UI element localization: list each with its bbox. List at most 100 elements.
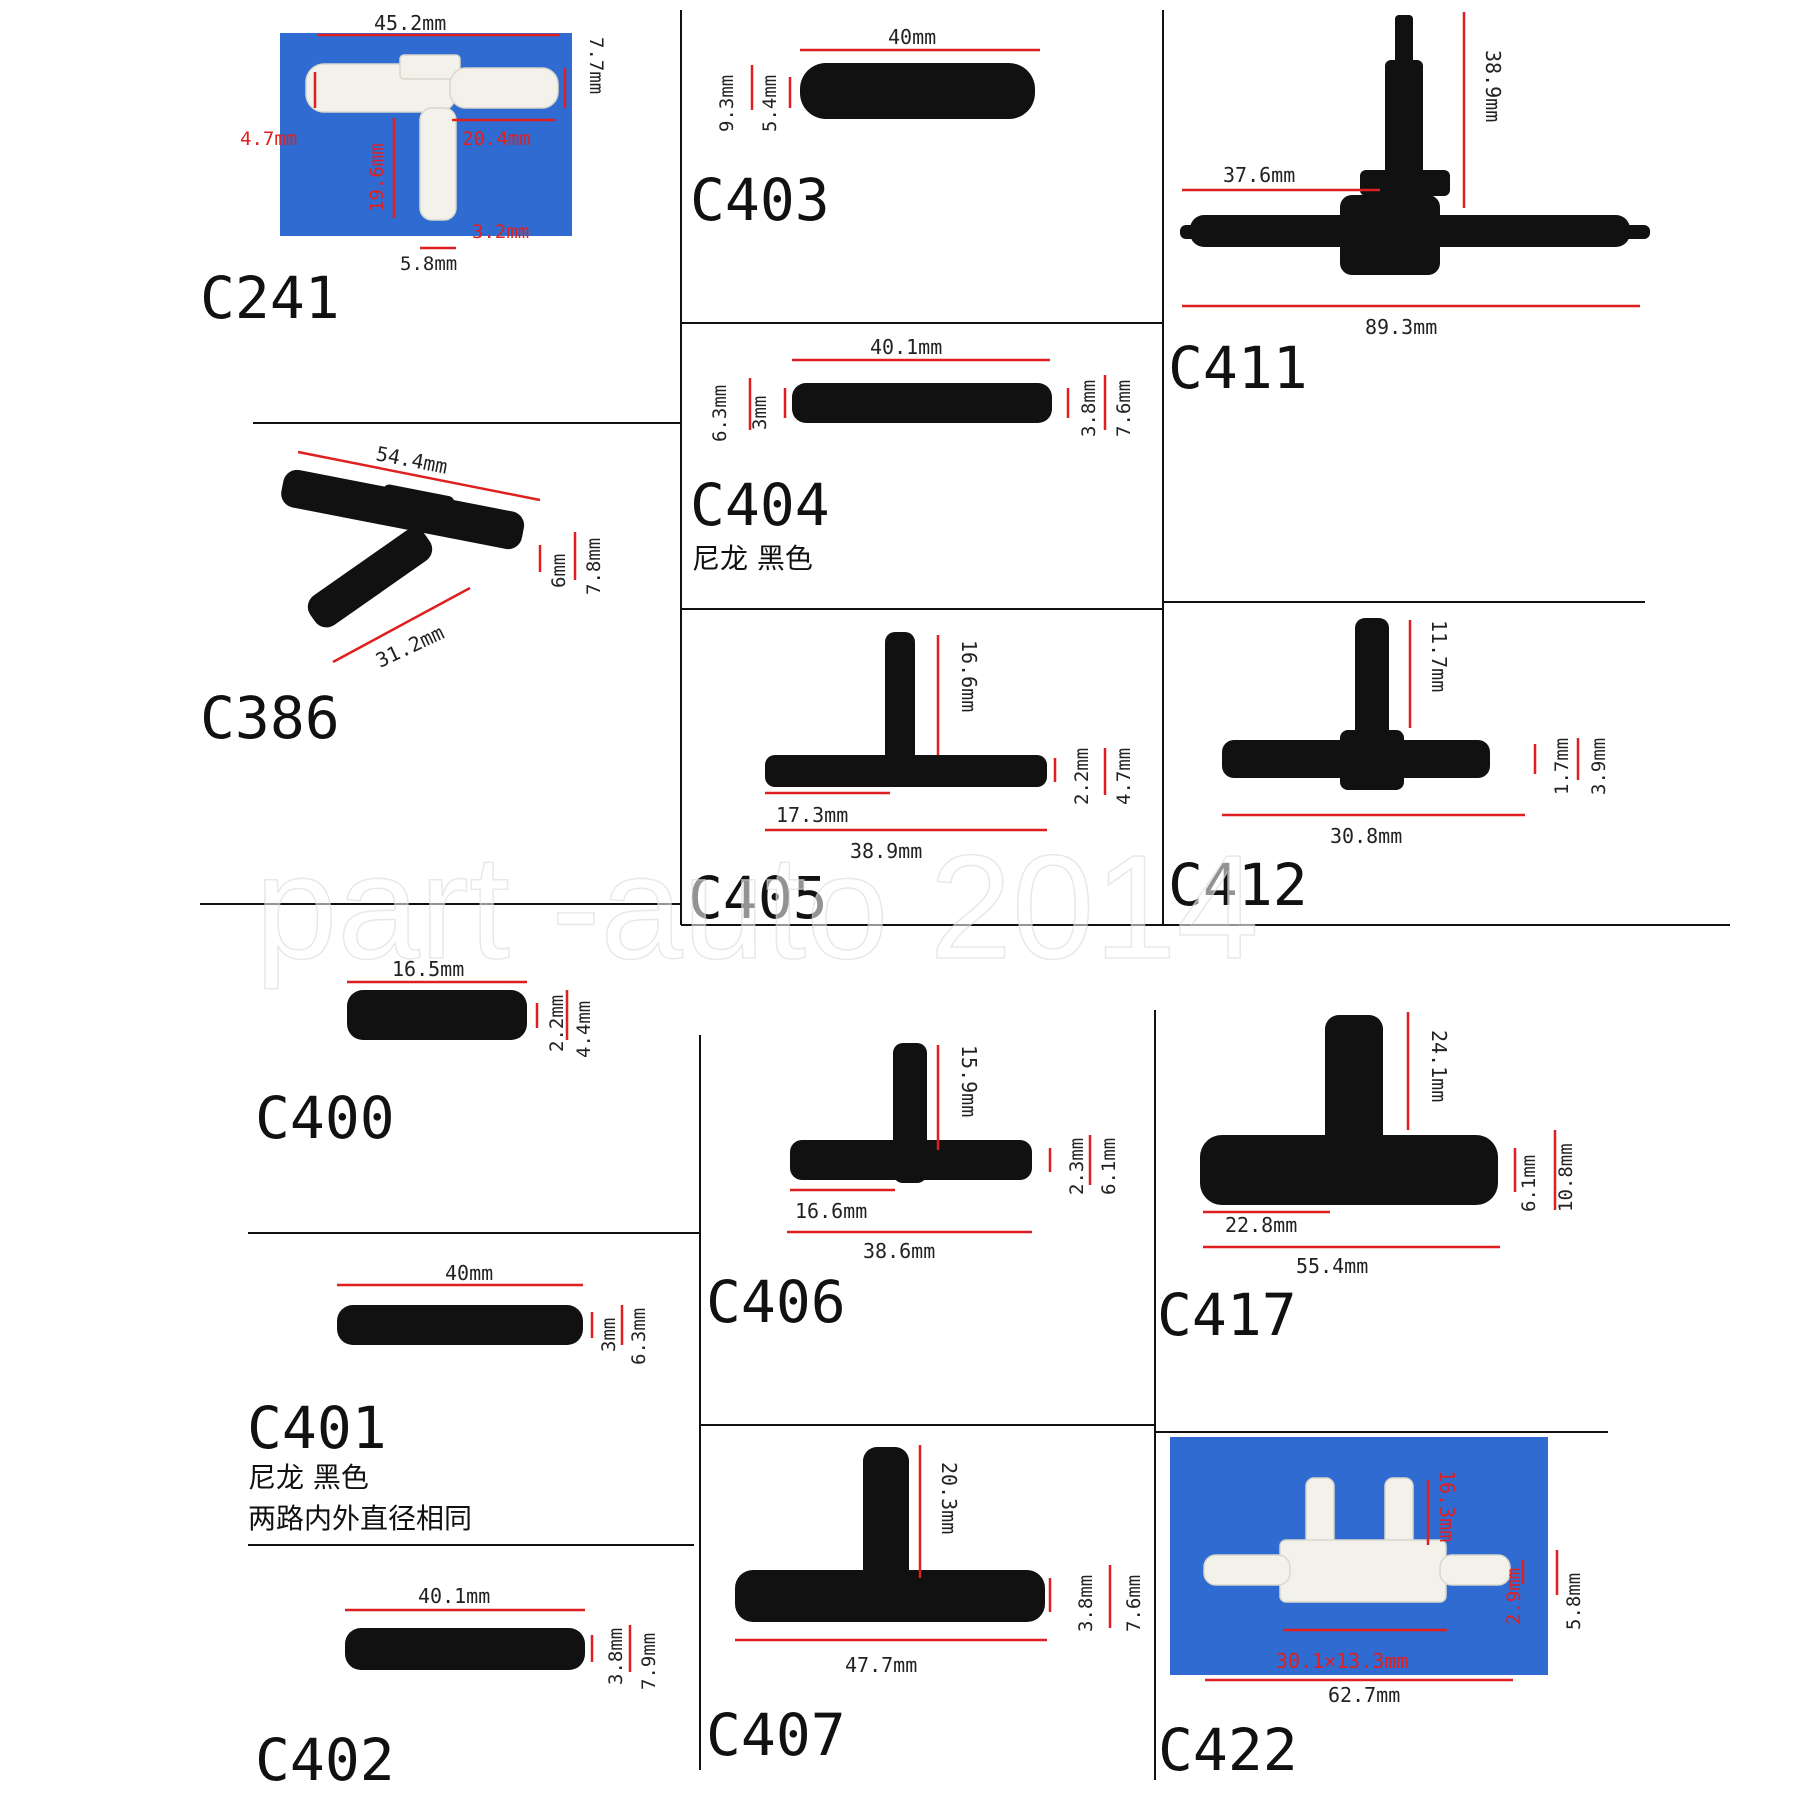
c412-code-label: C412 — [1168, 851, 1308, 919]
c417-code-label: C417 — [1157, 1281, 1297, 1349]
c406-dim-3: 6.1mm — [1098, 1138, 1120, 1195]
c400-dim-3: 4.4mm — [573, 1001, 595, 1058]
c403-code-label: C403 — [690, 166, 830, 234]
part-c406: 15.9mm 2.3mm 6.1mm 16.6mm 38.6mm C406 — [706, 1043, 1120, 1336]
part-c407: 20.3mm 3.8mm 7.6mm 47.7mm C407 — [706, 1445, 1145, 1769]
c417-dim-2: 6.1mm — [1518, 1155, 1540, 1212]
c400-dim-1: 16.5mm — [392, 957, 464, 981]
part-c401: 40mm 3mm 6.3mm C401 尼龙 黑色 两路内外直径相同 — [247, 1261, 650, 1535]
c241-dim-7: 5.8mm — [400, 253, 457, 275]
c401-dim-2: 3mm — [598, 1318, 620, 1352]
c417-dim-1: 24.1mm — [1427, 1030, 1451, 1102]
part-c412: 11.7mm 3.9mm 1.7mm 30.8mm C412 — [1168, 618, 1610, 919]
c386-dim-4: 31.2mm — [372, 620, 448, 672]
part-c241: 45.2mm 7.7mm 4.7mm 20.4mm 19.6mm 3.2mm 5… — [200, 11, 607, 332]
c406-part-image — [790, 1043, 1032, 1183]
c422-dim-2: 2.9mm — [1503, 1568, 1525, 1625]
c422-dim-5: 62.7mm — [1328, 1683, 1400, 1707]
c401-diameter-note: 两路内外直径相同 — [248, 1502, 472, 1535]
c241-dim-3: 4.7mm — [240, 128, 297, 150]
c402-code-label: C402 — [255, 1726, 395, 1794]
c403-dim-1: 40mm — [888, 25, 936, 49]
c407-dim-4: 47.7mm — [845, 1653, 917, 1677]
c404-part-image — [792, 383, 1052, 423]
part-c417: 24.1mm 6.1mm 10.8mm 22.8mm 55.4mm C417 — [1157, 1012, 1577, 1349]
c403-dim-3: 5.4mm — [759, 75, 781, 132]
c422-part-image — [1203, 1477, 1511, 1603]
c241-dim-6: 3.2mm — [472, 221, 529, 243]
c241-dim-2: 7.7mm — [585, 37, 607, 94]
c402-dim-2: 3.8mm — [605, 1628, 627, 1685]
c417-dim-4: 22.8mm — [1225, 1213, 1297, 1237]
c386-part-image — [281, 469, 525, 628]
c407-code-label: C407 — [706, 1701, 846, 1769]
c407-dim-3: 7.6mm — [1123, 1575, 1145, 1632]
c400-part-image — [347, 990, 527, 1040]
c406-dim-5: 38.6mm — [863, 1239, 935, 1263]
c411-dim-1: 38.9mm — [1481, 50, 1505, 122]
c405-dim-1: 16.6mm — [957, 640, 981, 712]
c401-part-image — [337, 1305, 583, 1345]
c404-dim-5: 7.6mm — [1113, 380, 1135, 437]
watermark-text: part -auto 2014 — [255, 825, 1259, 990]
c417-part-image — [1200, 1015, 1498, 1205]
c241-dim-4: 20.4mm — [462, 128, 531, 150]
c407-dim-1: 20.3mm — [937, 1462, 961, 1534]
c422-code-label: C422 — [1158, 1716, 1298, 1784]
c241-dim-5: 19.6mm — [366, 143, 388, 212]
part-c403: 40mm 9.3mm 5.4mm C403 — [690, 25, 1040, 234]
c422-dim-4: 30.1×13.3mm — [1276, 1649, 1408, 1673]
c405-part-image — [765, 632, 1047, 787]
c404-material-note: 尼龙 黑色 — [692, 542, 813, 575]
part-c422: 16.3mm 2.9mm 5.8mm 30.1×13.3mm 62.7mm C4… — [1158, 1437, 1585, 1784]
c412-dim-4: 30.8mm — [1330, 824, 1402, 848]
c407-dim-2: 3.8mm — [1075, 1575, 1097, 1632]
c406-code-label: C406 — [706, 1268, 846, 1336]
c401-code-label: C401 — [247, 1394, 387, 1462]
c241-part-image — [305, 54, 559, 221]
c405-dim-5: 38.9mm — [850, 839, 922, 863]
c403-part-image — [800, 63, 1035, 119]
c422-dim-3: 5.8mm — [1563, 1573, 1585, 1630]
c412-dim-2: 3.9mm — [1588, 738, 1610, 795]
c406-dim-2: 2.3mm — [1066, 1138, 1088, 1195]
c241-code-label: C241 — [200, 264, 340, 332]
c402-part-image — [345, 1628, 585, 1670]
c412-dim-3: 1.7mm — [1551, 738, 1573, 795]
part-c400: 16.5mm 2.2mm 4.4mm C400 — [255, 957, 595, 1152]
c405-dim-2: 2.2mm — [1071, 748, 1093, 805]
c417-dim-5: 55.4mm — [1296, 1254, 1368, 1278]
c402-dim-1: 40.1mm — [418, 1584, 490, 1608]
c401-dim-1: 40mm — [445, 1261, 493, 1285]
c404-code-label: C404 — [690, 471, 830, 539]
c411-code-label: C411 — [1168, 334, 1308, 402]
c412-part-image — [1222, 618, 1490, 790]
c241-dim-1: 45.2mm — [374, 11, 446, 35]
c402-dim-3: 7.9mm — [638, 1633, 660, 1690]
c406-dim-4: 16.6mm — [795, 1199, 867, 1223]
c403-dim-2: 9.3mm — [716, 75, 738, 132]
c404-dim-2: 6.3mm — [709, 385, 731, 442]
c422-dim-1: 16.3mm — [1435, 1470, 1459, 1542]
c400-code-label: C400 — [255, 1084, 395, 1152]
c411-part-image — [1180, 15, 1650, 275]
part-c405: 16.6mm 2.2mm 4.7mm 17.3mm 38.9mm C405 — [688, 632, 1135, 932]
c411-dim-3: 89.3mm — [1365, 315, 1437, 339]
c400-dim-2: 2.2mm — [546, 995, 568, 1052]
c405-dim-4: 17.3mm — [776, 803, 848, 827]
c404-dim-3: 3mm — [749, 396, 771, 430]
c401-dim-3: 6.3mm — [628, 1308, 650, 1365]
c401-material-note: 尼龙 黑色 — [248, 1461, 369, 1494]
part-c402: 40.1mm 3.8mm 7.9mm C402 — [255, 1584, 660, 1794]
c404-dim-1: 40.1mm — [870, 335, 942, 359]
c406-dim-1: 15.9mm — [957, 1045, 981, 1117]
c386-dim-2: 6mm — [548, 554, 570, 588]
c405-dim-3: 4.7mm — [1113, 748, 1135, 805]
part-c404: 40.1mm 6.3mm 3mm 3.8mm 7.6mm C404 尼龙 黑色 — [690, 335, 1135, 575]
c405-code-label: C405 — [688, 864, 828, 932]
c404-dim-4: 3.8mm — [1078, 380, 1100, 437]
grid-dividers — [200, 10, 1730, 1780]
part-c386: 54.4mm 6mm 7.8mm 31.2mm C386 — [200, 441, 605, 752]
c386-dim-3: 7.8mm — [583, 538, 605, 595]
c386-code-label: C386 — [200, 684, 340, 752]
